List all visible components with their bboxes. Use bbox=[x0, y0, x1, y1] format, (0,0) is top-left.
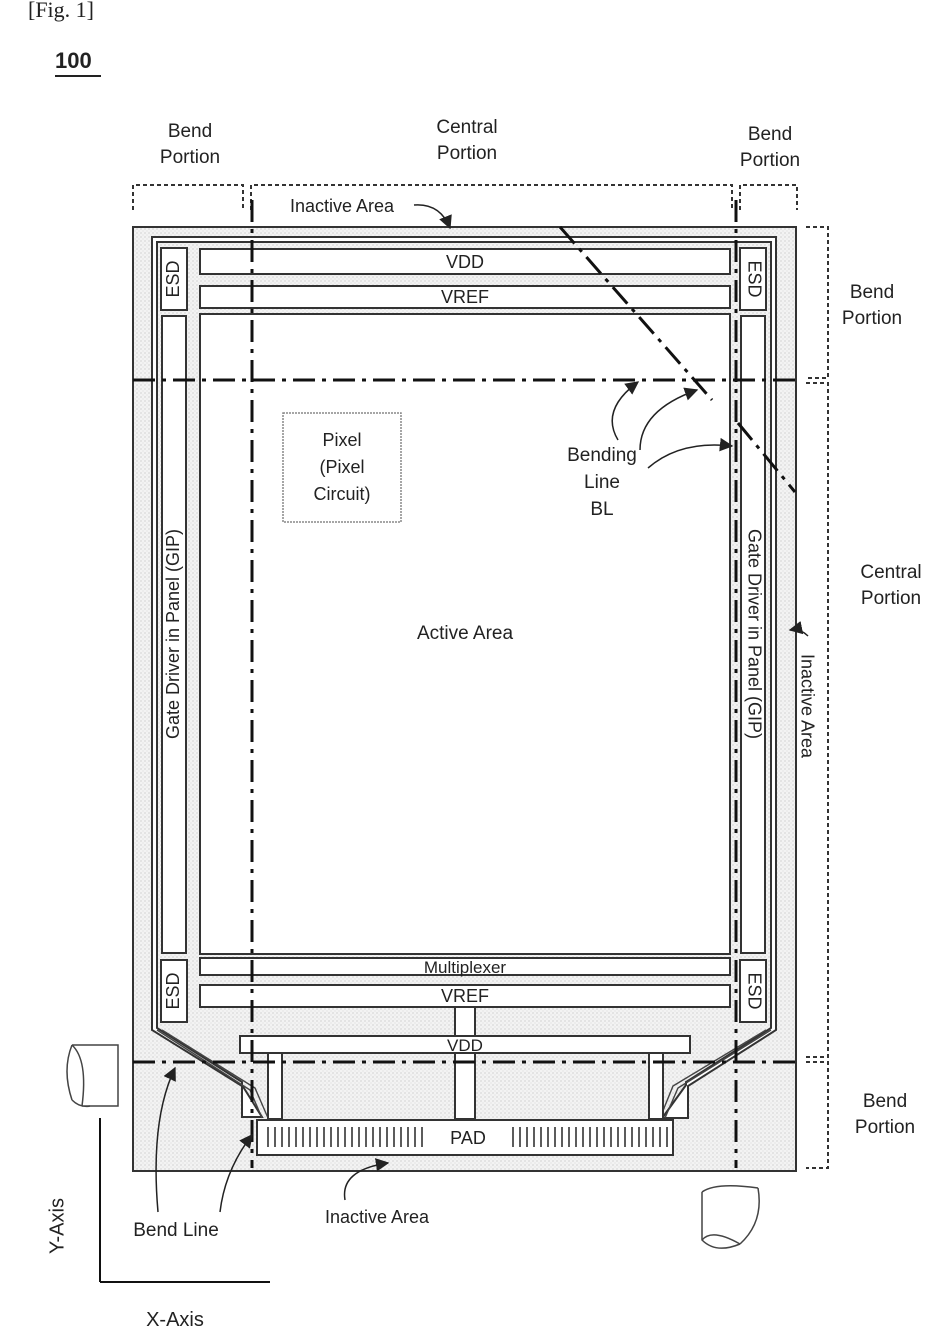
esd-label-bottom-right: ESD bbox=[744, 972, 764, 1009]
vref-label-top: VREF bbox=[441, 287, 489, 307]
inactive-area-label-top: Inactive Area bbox=[290, 196, 395, 216]
bend-portion-right-lower-line1: Bend bbox=[863, 1091, 907, 1112]
inactive-area-label-right: Inactive Area bbox=[797, 654, 817, 759]
vdd-label-top: VDD bbox=[446, 252, 484, 272]
pad-label: PAD bbox=[450, 1128, 486, 1148]
esd-label-top-right: ESD bbox=[744, 260, 764, 297]
inactive-area-label-bottom: Inactive Area bbox=[325, 1207, 430, 1227]
gip-label-right: Gate Driver in Panel (GIP) bbox=[744, 529, 764, 739]
bend-portion-top-left-line1: Bend bbox=[168, 121, 212, 142]
x-axis-label: X-Axis bbox=[146, 1309, 204, 1331]
gip-label-left: Gate Driver in Panel (GIP) bbox=[163, 529, 183, 739]
bend-line-label: Bend Line bbox=[133, 1220, 219, 1241]
multiplexer-label: Multiplexer bbox=[424, 958, 507, 977]
active-area-label: Active Area bbox=[417, 623, 514, 644]
pad-pins-left bbox=[266, 1127, 426, 1147]
bent-panel-sketch-right-icon bbox=[702, 1186, 759, 1248]
inactive-area-arrow-top bbox=[414, 205, 450, 228]
pixel-label-line2: (Pixel bbox=[319, 457, 364, 477]
vref-label-bottom: VREF bbox=[441, 986, 489, 1006]
central-portion-top-line1: Central bbox=[436, 117, 497, 138]
central-portion-right-line2: Portion bbox=[861, 588, 921, 609]
bend-portion-top-left-line2: Portion bbox=[160, 147, 220, 168]
y-axis-label: Y-Axis bbox=[46, 1198, 68, 1254]
pixel-label-line1: Pixel bbox=[322, 430, 361, 450]
bending-line-label-line2: Line bbox=[584, 472, 620, 493]
pad-pins-right bbox=[510, 1127, 668, 1147]
figure-label: [Fig. 1] bbox=[28, 0, 94, 22]
bending-line-label-line1: Bending bbox=[567, 445, 637, 466]
bend-portion-top-right-line2: Portion bbox=[740, 150, 800, 171]
pixel-label-line3: Circuit) bbox=[314, 484, 371, 504]
top-region-brackets bbox=[133, 185, 797, 210]
figure-ref-number: 100 bbox=[55, 48, 92, 73]
esd-label-top-left: ESD bbox=[163, 260, 183, 297]
central-portion-top-line2: Portion bbox=[437, 143, 497, 164]
bend-portion-right-upper-line1: Bend bbox=[850, 282, 894, 303]
central-portion-right-line1: Central bbox=[860, 562, 921, 583]
esd-label-bottom-left: ESD bbox=[163, 972, 183, 1009]
bent-panel-sketch-left-icon bbox=[67, 1045, 118, 1106]
bend-portion-right-upper-line2: Portion bbox=[842, 308, 902, 329]
vref-vdd-connector bbox=[455, 1007, 475, 1036]
bend-portion-top-right-line1: Bend bbox=[748, 124, 792, 145]
bending-line-label-line3: BL bbox=[590, 499, 613, 520]
bend-portion-right-lower-line2: Portion bbox=[855, 1117, 915, 1138]
